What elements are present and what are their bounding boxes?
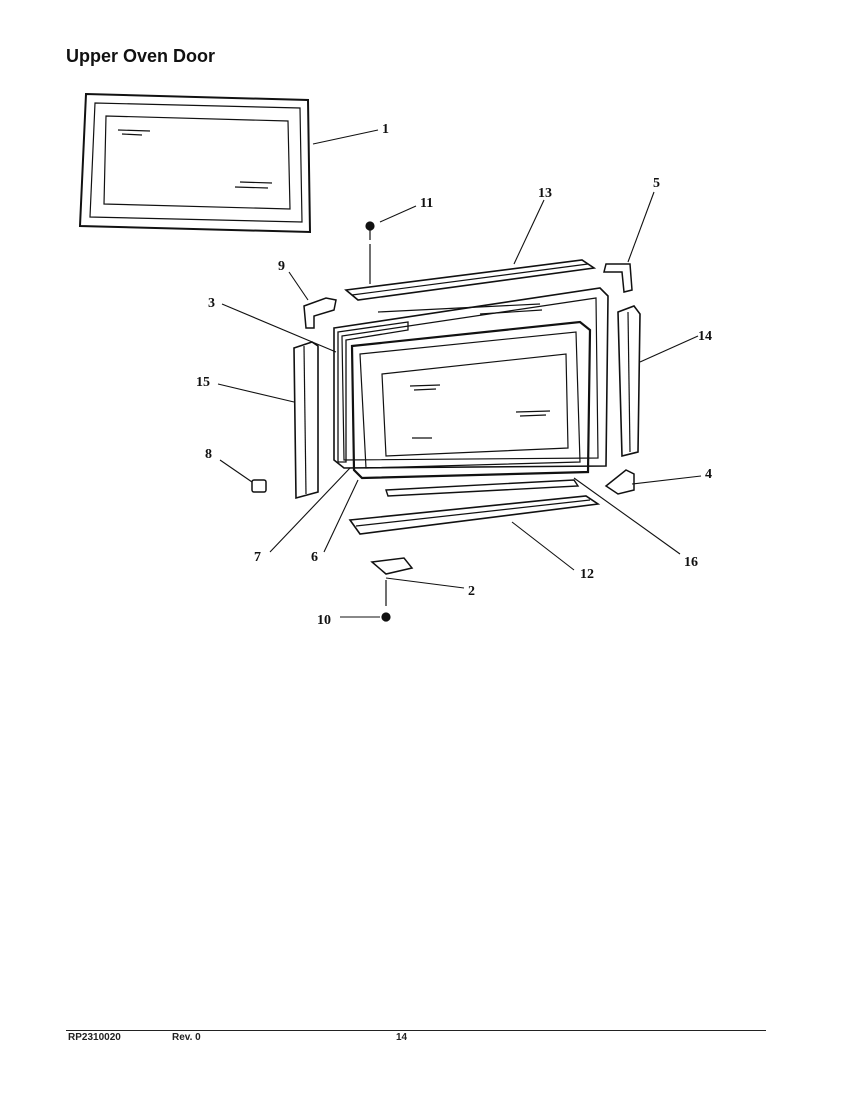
back-frame-part (333, 287, 609, 469)
callout-3: 3 (208, 296, 215, 311)
page-title: Upper Oven Door (66, 46, 216, 66)
revision-label: Rev. 0 (172, 1032, 201, 1043)
bottom-screw-part (381, 580, 391, 622)
callout-4: 4 (705, 467, 712, 482)
callout-5: 5 (653, 176, 660, 191)
callout-9: 9 (278, 259, 285, 274)
left-side-rail-part (293, 341, 319, 500)
top-screw-part (365, 221, 375, 284)
right-side-rail-part (617, 305, 641, 458)
callout-16: 16 (684, 555, 698, 570)
callout-11: 11 (420, 196, 433, 211)
callout-7: 7 (254, 550, 261, 565)
callout-2: 2 (468, 584, 475, 599)
top-trim-part (344, 259, 597, 301)
door-clip-part (251, 479, 267, 493)
bottom-trim-part (348, 495, 601, 535)
callout-1: 1 (382, 122, 389, 137)
gasket-part (337, 303, 543, 463)
inner-door-glass-part (350, 320, 592, 480)
callout-13: 13 (538, 186, 552, 201)
top-right-bracket-part (603, 263, 633, 293)
bottom-right-bracket-part (604, 469, 635, 495)
callout-8: 8 (205, 447, 212, 462)
callout-6: 6 (311, 550, 318, 565)
leader-lines (217, 129, 702, 618)
callout-labels: 1 2 3 4 5 6 7 8 9 10 11 12 13 14 15 16 (196, 122, 712, 628)
top-left-bracket-part (303, 297, 337, 329)
callout-12: 12 (580, 567, 594, 582)
hinge-plate-part (370, 557, 414, 575)
footer-rule (66, 1030, 766, 1031)
callout-15: 15 (196, 375, 210, 390)
bottom-strip-part (385, 479, 580, 497)
callout-10: 10 (317, 613, 331, 628)
doc-number: RP2310020 (68, 1032, 121, 1043)
page-number: 14 (396, 1032, 408, 1043)
assembled-door-part (78, 92, 312, 234)
callout-14: 14 (698, 329, 712, 344)
